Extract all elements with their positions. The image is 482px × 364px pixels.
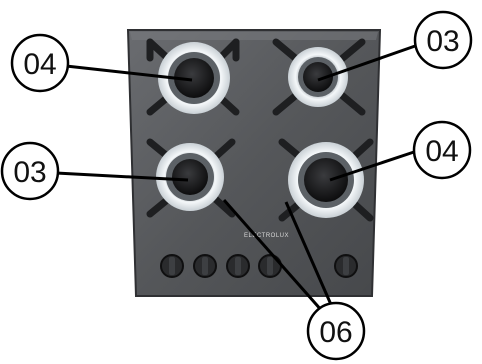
leader-line-front-right xyxy=(329,150,415,182)
callout-label: 04 xyxy=(23,48,56,81)
callout-leader-lines xyxy=(55,43,419,321)
burner-cap xyxy=(303,62,333,92)
brand-label: ELECTROLUX xyxy=(244,233,289,239)
burner-front-left xyxy=(146,138,236,218)
control-knob[interactable] xyxy=(160,254,184,278)
leader-line-rear-right xyxy=(317,43,419,82)
callout-front-right: 04 xyxy=(412,120,472,180)
leader-line-front-left xyxy=(55,171,189,182)
control-knob[interactable] xyxy=(193,254,217,278)
leader-line-pan-support-right xyxy=(284,201,338,317)
callout-label: 03 xyxy=(13,156,46,189)
callout-rear-left: 04 xyxy=(10,33,70,93)
burner-rear-left xyxy=(146,38,240,116)
callout-label: 04 xyxy=(425,135,458,168)
callout-pan-supports: 06 xyxy=(306,301,366,361)
leader-line-pan-support-left xyxy=(222,199,332,321)
leader-line-rear-left xyxy=(65,64,193,82)
callout-label: 06 xyxy=(319,316,352,349)
control-knobs xyxy=(160,254,358,278)
control-knob[interactable] xyxy=(258,254,282,278)
callout-front-left: 03 xyxy=(0,141,60,201)
burner-cap xyxy=(174,58,214,98)
burner-rear-right xyxy=(272,38,366,116)
callout-label: 03 xyxy=(426,25,459,58)
callout-rear-right: 03 xyxy=(413,10,473,70)
burner-front-right xyxy=(278,138,374,222)
burner-cap xyxy=(172,159,208,195)
control-knob[interactable] xyxy=(226,254,250,278)
control-knob[interactable] xyxy=(334,254,358,278)
burner-cap xyxy=(304,158,348,202)
